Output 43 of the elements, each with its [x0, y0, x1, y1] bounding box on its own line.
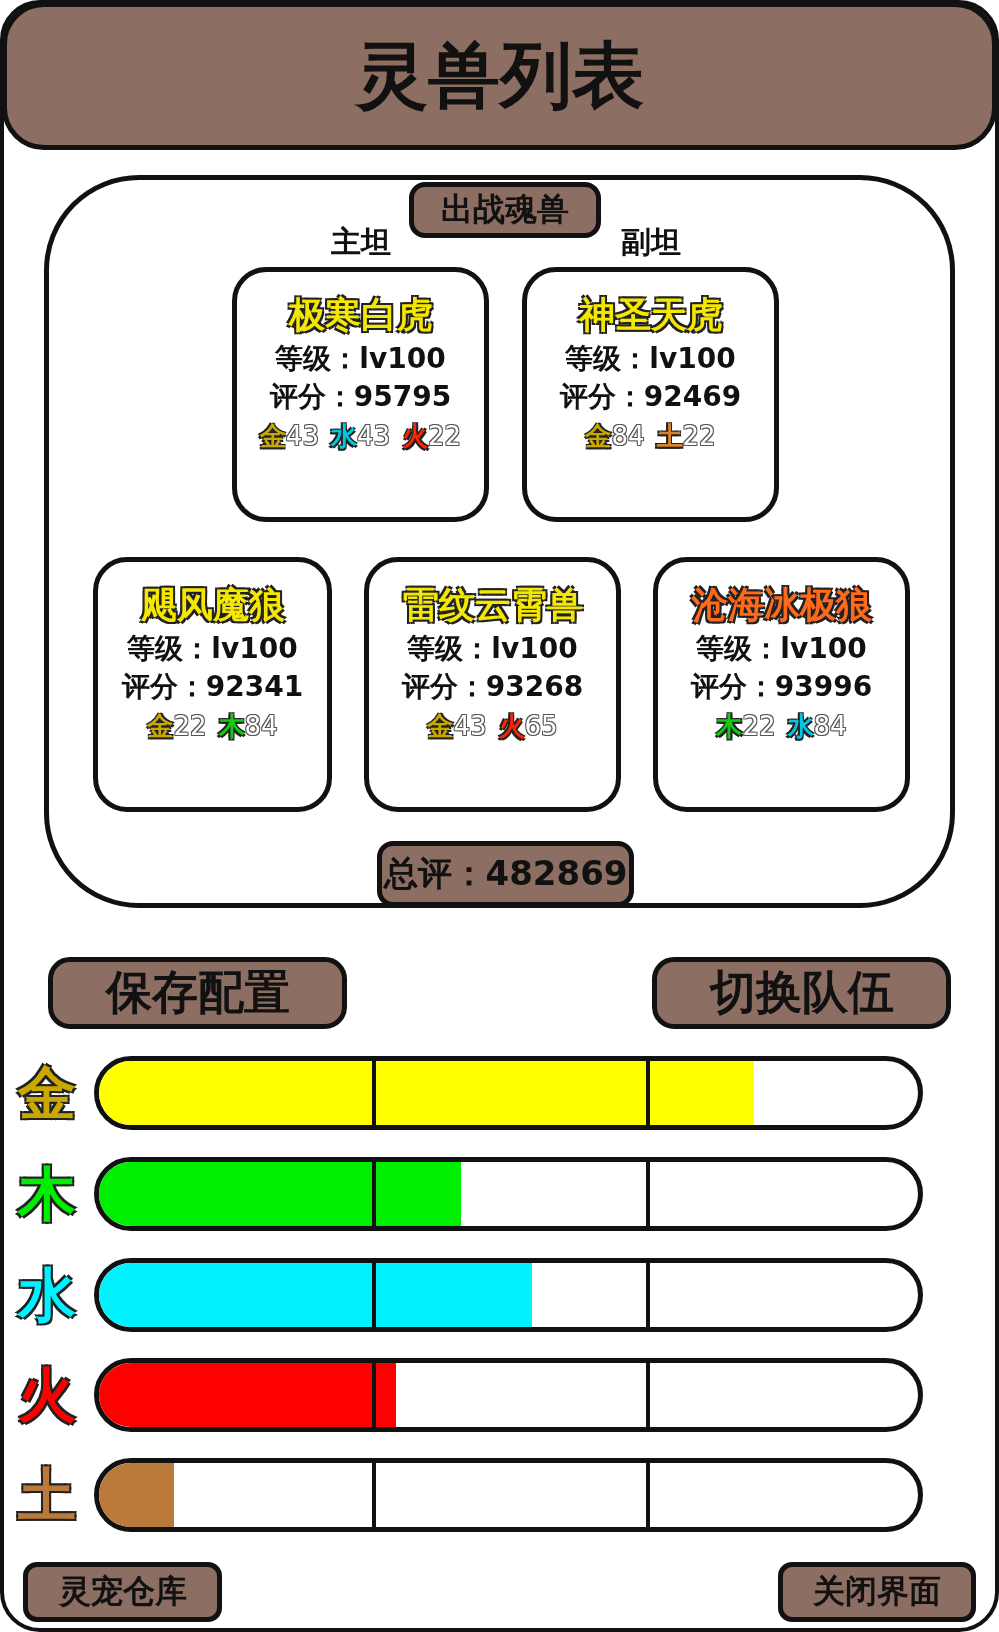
- pet-card: [653, 557, 910, 812]
- level-text: 等级：lv100: [275, 341, 446, 377]
- pet-card: [364, 557, 621, 812]
- role-label: 主坦: [329, 223, 392, 261]
- level-text: 等级：lv100: [696, 631, 867, 667]
- score-text: 评分：92341: [121, 669, 304, 705]
- element-stat: 金22: [147, 710, 207, 743]
- role-label: 副坦: [619, 223, 682, 261]
- score-text: 评分：93996: [690, 669, 873, 705]
- score-text: 评分：92469: [559, 379, 742, 415]
- element-stat: 金43: [259, 420, 319, 453]
- save-button: 保存配置: [48, 957, 347, 1029]
- element-stat: 金43: [427, 710, 487, 743]
- team-panel: [44, 175, 955, 908]
- section-tab: 出战魂兽: [409, 182, 601, 238]
- element-stat: 金84: [585, 420, 645, 453]
- element-stat: 木84: [218, 710, 278, 743]
- element-stat: 火22: [402, 420, 462, 453]
- element-label: 土: [18, 1460, 76, 1530]
- score-text: 评分：95795: [269, 379, 452, 415]
- level-text: 等级：lv100: [407, 631, 578, 667]
- storage-button: 灵宠仓库: [23, 1562, 222, 1622]
- pet-card: [93, 557, 332, 812]
- title-banner: 灵兽列表: [2, 2, 997, 150]
- switch-button: 切换队伍: [652, 957, 951, 1029]
- element-label: 木: [18, 1159, 76, 1229]
- element-label: 金: [18, 1058, 76, 1128]
- element-label: 水: [18, 1260, 76, 1330]
- element-stat: 水43: [330, 420, 391, 453]
- element-stat: 水84: [787, 710, 847, 743]
- pet-name: 神圣天虎: [578, 293, 723, 337]
- pet-name: 雷纹云霄兽: [402, 583, 583, 627]
- element-stat: 土22: [656, 420, 716, 453]
- level-text: 等级：lv100: [127, 631, 298, 667]
- pet-name: 极寒白虎: [288, 293, 433, 337]
- level-text: 等级：lv100: [565, 341, 736, 377]
- close-button: 关闭界面: [778, 1562, 976, 1622]
- pet-name: 沧海冰极狼: [691, 583, 872, 627]
- element-label: 火: [18, 1360, 76, 1430]
- element-stat: 火65: [498, 710, 558, 743]
- score-text: 评分：93268: [401, 669, 584, 705]
- element-stat: 木22: [716, 710, 776, 743]
- pet-name: 飓风魔狼: [140, 583, 285, 627]
